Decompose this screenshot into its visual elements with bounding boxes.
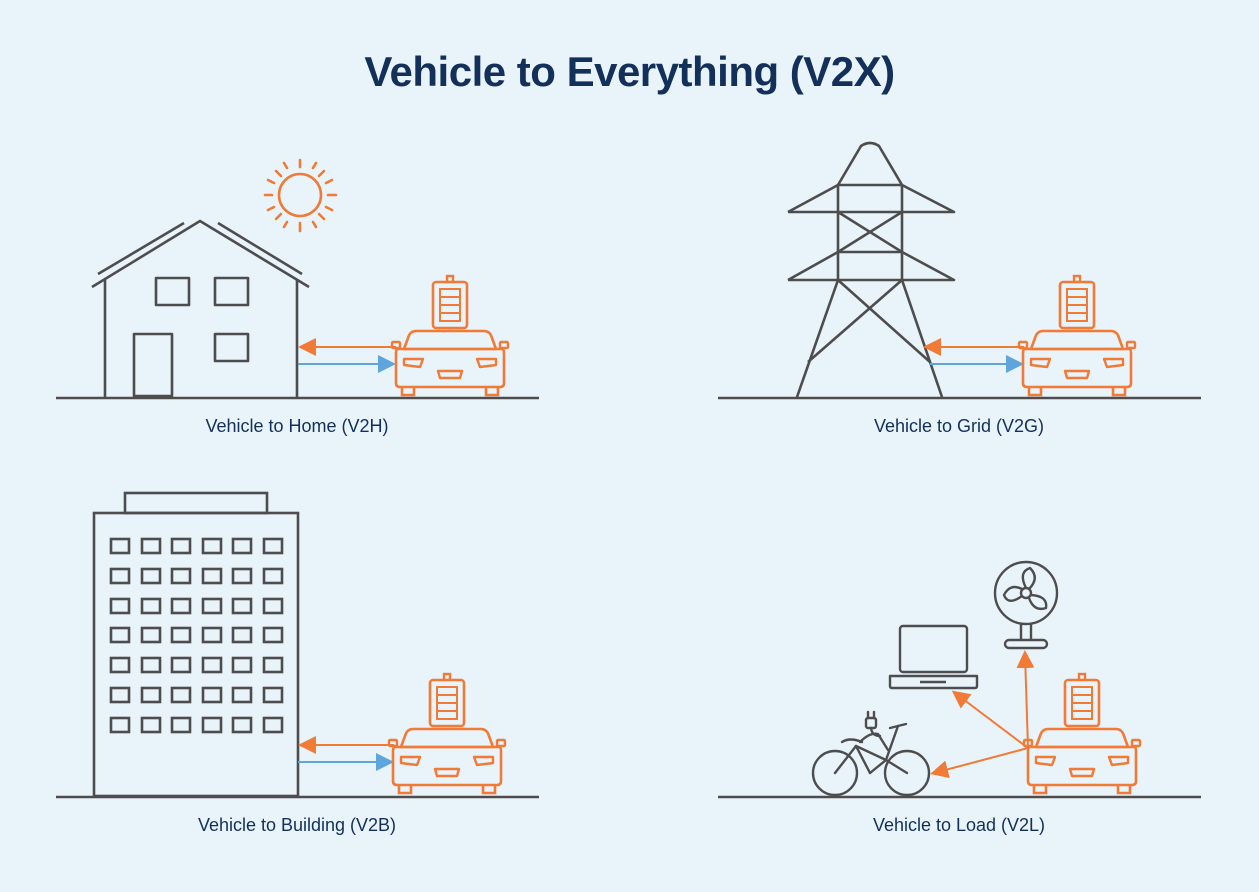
electric-car-icon <box>387 672 507 795</box>
transmission-tower-icon <box>787 141 956 398</box>
fan-icon <box>993 560 1059 650</box>
electric-car-icon <box>1017 274 1137 397</box>
panel-v2h <box>56 158 539 400</box>
caption-v2h: Vehicle to Home (V2H) <box>205 416 389 436</box>
panel-v2b <box>56 491 539 799</box>
diagram-title: Vehicle to Everything (V2X) <box>364 48 895 95</box>
caption-v2g: Vehicle to Grid (V2G) <box>873 416 1045 436</box>
caption-v2l: Vehicle to Load (V2L) <box>872 815 1046 835</box>
electric-bike-icon <box>811 710 931 797</box>
caption-v2b: Vehicle to Building (V2B) <box>197 815 397 835</box>
arrow-to-bike <box>930 747 1029 779</box>
sun-icon <box>263 158 338 233</box>
panel-v2g <box>718 141 1201 400</box>
arrow-to-laptop <box>951 690 1029 749</box>
panel-v2l <box>718 560 1201 799</box>
office-building-icon <box>92 491 300 798</box>
house-icon <box>91 219 310 398</box>
electric-car-icon <box>390 274 510 397</box>
electric-car-icon <box>1022 672 1142 795</box>
laptop-icon <box>888 624 979 690</box>
arrow-to-fan <box>1016 650 1035 749</box>
